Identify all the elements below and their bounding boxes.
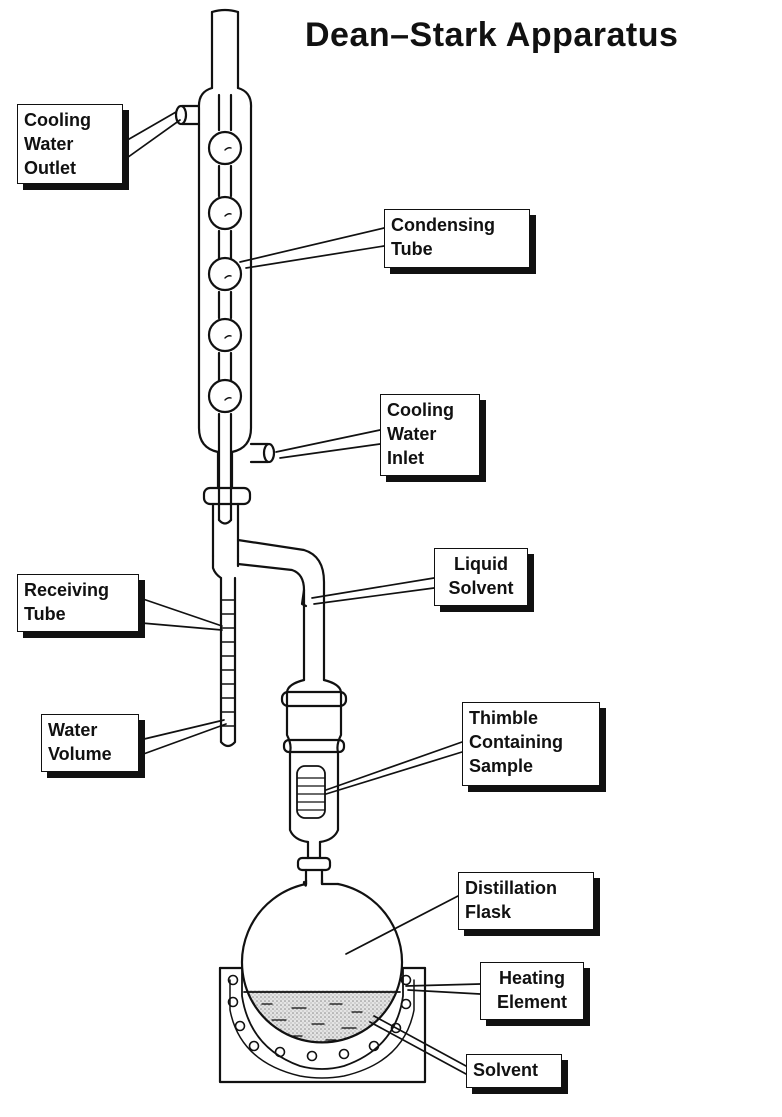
trap-body [211, 554, 240, 748]
label-line: Solvent [448, 578, 514, 598]
label-line: Containing [469, 732, 563, 752]
leader-lines [123, 111, 481, 1075]
label-line: Volume [48, 744, 112, 764]
heating-mantle [218, 966, 427, 1084]
extraction-chamber [280, 678, 348, 886]
label-line: Sample [469, 756, 534, 776]
label-line: Water [387, 424, 437, 444]
condenser-jacket [197, 86, 253, 454]
label-line: Inlet [387, 448, 425, 468]
label-line: Tube [24, 604, 66, 624]
graduations [220, 599, 236, 727]
condenser-stem [202, 450, 252, 558]
label-line: Receiving [24, 580, 110, 600]
label-liquid-solvent: Liquid Solvent [434, 548, 528, 606]
label-receiving-tube: Receiving Tube [17, 574, 139, 632]
label-line: Water [24, 134, 74, 154]
label-water-volume: Water Volume [41, 714, 139, 772]
thimble [296, 765, 326, 819]
label-cooling-water-inlet: Cooling Water Inlet [380, 394, 480, 476]
label-line: Solvent [473, 1060, 539, 1080]
side-arm [236, 538, 326, 682]
distillation-flask [240, 878, 404, 1044]
label-line: Water [48, 720, 98, 740]
outlet-nozzle [174, 104, 201, 126]
top-inner-tube [210, 8, 240, 90]
label-line: Liquid [454, 554, 508, 574]
label-thimble-containing-sample: Thimble Containing Sample [462, 702, 600, 786]
label-line: Cooling [24, 110, 91, 130]
inlet-nozzle [249, 442, 276, 464]
condensing-tube-bulbs [207, 93, 243, 525]
label-heating-element: Heating Element [480, 962, 584, 1020]
diagram-title: Dean–Stark Apparatus [305, 16, 679, 54]
label-line: Heating [498, 968, 565, 988]
label-line: Cooling [387, 400, 454, 420]
label-line: Condensing [391, 215, 495, 235]
label-condensing-tube: Condensing Tube [384, 209, 530, 268]
label-line: Outlet [24, 158, 76, 178]
label-cooling-water-outlet: Cooling Water Outlet [17, 104, 123, 184]
label-line: Distillation [465, 878, 558, 898]
label-line: Element [496, 992, 568, 1012]
label-line: Flask [465, 902, 512, 922]
label-line: Thimble [469, 708, 539, 728]
label-distillation-flask: Distillation Flask [458, 872, 594, 930]
label-solvent: Solvent [466, 1054, 562, 1088]
label-line: Tube [391, 239, 433, 259]
